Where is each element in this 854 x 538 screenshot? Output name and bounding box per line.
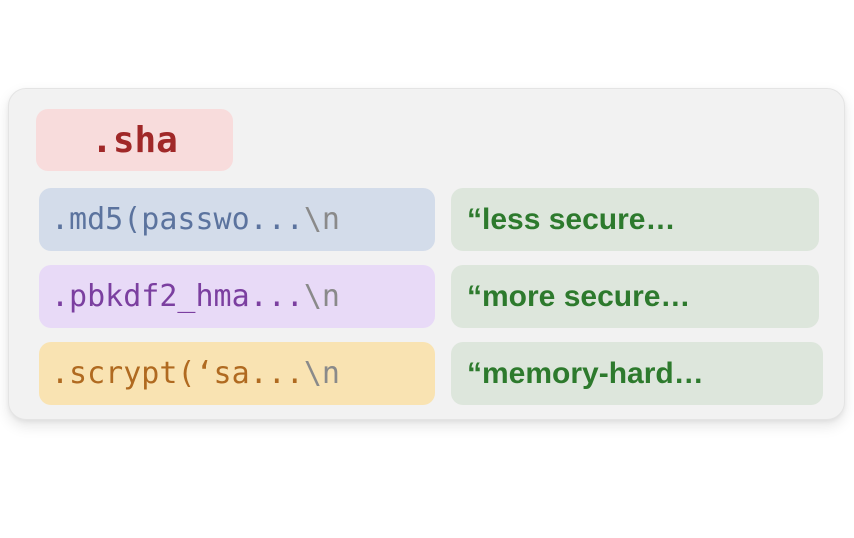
table-row: .md5(passwo...\n “less secure… <box>9 188 844 251</box>
code-text: .scrypt(‘sa... <box>51 355 304 391</box>
code-text: .pbkdf2_hma... <box>51 278 304 314</box>
note-text: “less secure… <box>467 202 676 236</box>
code-text: .md5(passwo... <box>51 201 304 237</box>
header-pill-sha[interactable]: .sha <box>36 109 233 171</box>
escape-newline-token: \n <box>303 355 340 391</box>
row-list: .md5(passwo...\n “less secure… .pbkdf2_h… <box>9 188 844 405</box>
note-cell-scrypt[interactable]: “memory-hard… <box>451 342 823 405</box>
code-cell-md5[interactable]: .md5(passwo...\n <box>39 188 435 251</box>
table-row: .scrypt(‘sa...\n “memory-hard… <box>9 342 844 405</box>
code-cell-scrypt[interactable]: .scrypt(‘sa...\n <box>39 342 435 405</box>
escape-newline-token: \n <box>303 201 340 237</box>
note-text: “more secure… <box>467 279 691 313</box>
note-cell-md5[interactable]: “less secure… <box>451 188 819 251</box>
escape-newline-token: \n <box>303 278 340 314</box>
code-cell-pbkdf2[interactable]: .pbkdf2_hma...\n <box>39 265 435 328</box>
note-text: “memory-hard… <box>467 356 704 390</box>
header-pill-label: .sha <box>91 119 178 161</box>
note-cell-pbkdf2[interactable]: “more secure… <box>451 265 819 328</box>
table-row: .pbkdf2_hma...\n “more secure… <box>9 265 844 328</box>
code-snippet-card: .sha .md5(passwo...\n “less secure… .pbk… <box>8 88 845 420</box>
